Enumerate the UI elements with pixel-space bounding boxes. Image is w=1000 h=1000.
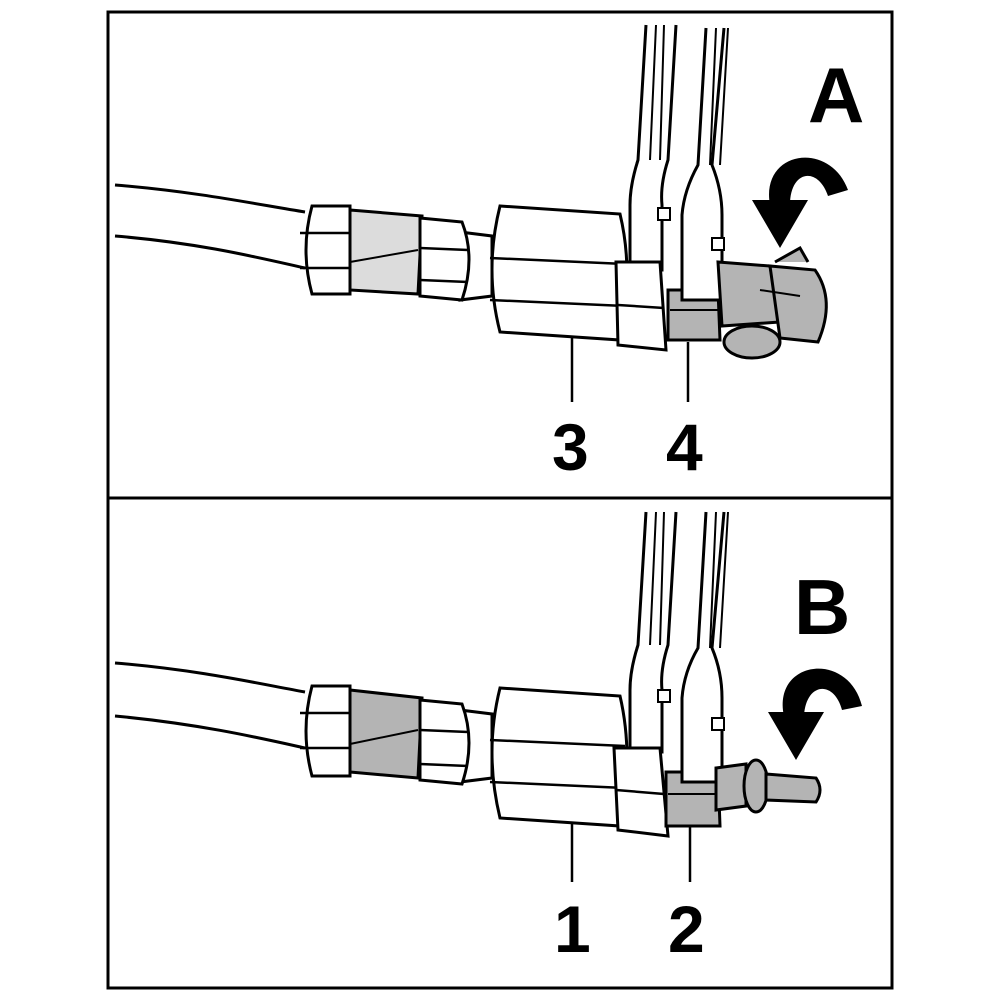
rotate-arrow-icon: [768, 668, 862, 760]
panel-b: B 1 2: [114, 511, 862, 966]
callout-1: 1: [554, 892, 591, 966]
panel-letter-b: B: [794, 563, 850, 651]
union-body-part-1: [489, 686, 629, 828]
hose-nut: [300, 204, 471, 302]
pipe-stub: [714, 758, 822, 814]
wrench-icon: [614, 24, 678, 352]
wrench-icon: [612, 511, 678, 838]
panel-a: A 3 4: [114, 24, 864, 484]
union-body-part-3: [489, 204, 629, 342]
wrench-icon: [680, 27, 729, 302]
callout-4: 4: [666, 410, 703, 484]
panel-letter-a: A: [808, 51, 864, 139]
wrench-icon: [680, 511, 729, 784]
hose-icon: [114, 183, 306, 270]
callout-3: 3: [552, 410, 589, 484]
diagram-frame: [106, 10, 894, 990]
hose-nut: [300, 684, 471, 786]
callout-2: 2: [668, 892, 705, 966]
protective-cap: [716, 245, 828, 360]
rotate-arrow-icon: [752, 157, 848, 248]
hose-icon: [114, 661, 306, 750]
